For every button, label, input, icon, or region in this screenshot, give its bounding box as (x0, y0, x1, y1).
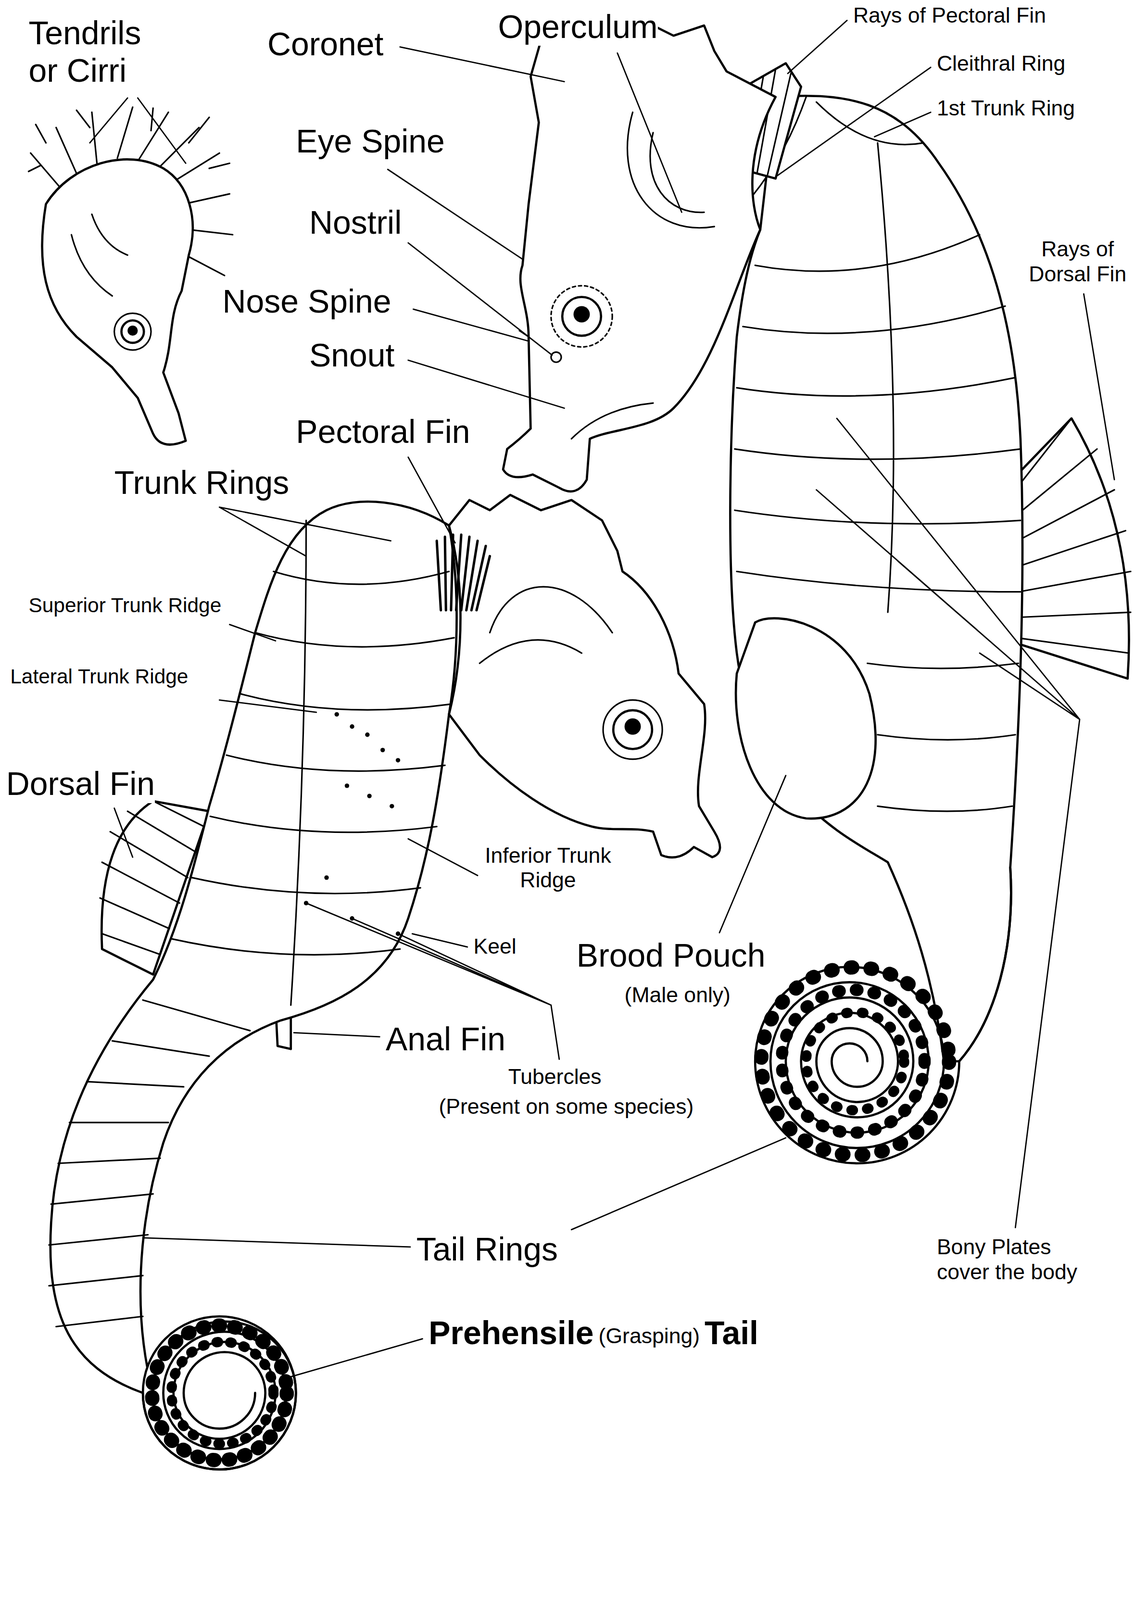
part-label: Tail Rings (416, 1230, 558, 1269)
part-label: Cleithral Ring (936, 50, 1066, 76)
part-label: Anal Fin (385, 1020, 506, 1059)
tubercle (334, 712, 340, 717)
part-label: Nostril (309, 203, 402, 242)
eye (121, 320, 145, 343)
tubercle (389, 804, 394, 809)
tail-ring-ticks (806, 1012, 905, 1111)
operculum (519, 112, 715, 439)
fin-rays (1015, 418, 1131, 654)
left-seahorse (49, 494, 720, 1470)
part-label: (Present on some species) (438, 1094, 694, 1119)
trunk-rings (171, 520, 454, 1006)
part-label: 1st Trunk Ring (936, 95, 1075, 121)
pupil (573, 306, 591, 323)
operculum (479, 586, 613, 664)
tail-ring-ticks (781, 989, 925, 1133)
part-label: Bony Plates cover the body (936, 1234, 1090, 1284)
brood-pouch (735, 618, 876, 819)
part-label: (Grasping) (598, 1323, 700, 1349)
inset-head (28, 107, 233, 445)
eye-ring (603, 700, 663, 760)
head (449, 494, 720, 858)
inset-head-outline (42, 159, 193, 445)
part-label: Coronet (267, 25, 384, 64)
tubercle (349, 724, 354, 729)
part-label: Operculum (497, 8, 658, 46)
part-label: Trunk Rings (114, 464, 290, 502)
tail-ring-ticks (761, 967, 949, 1156)
part-label: (Male only) (624, 982, 731, 1008)
part-label: Lateral Trunk Ridge (10, 665, 189, 689)
tubercle (380, 747, 385, 753)
tail-rings (49, 999, 251, 1327)
tubercle (365, 732, 370, 737)
pupil (624, 718, 642, 735)
eye (613, 710, 653, 750)
nostril (551, 352, 562, 363)
body (730, 95, 1023, 1062)
tubercle (395, 757, 401, 763)
part-label: Brood Pouch (576, 936, 766, 975)
tubercle (344, 783, 350, 788)
tubercle (366, 793, 372, 798)
pupil (127, 325, 138, 336)
leader-lines (89, 20, 1115, 1378)
inset-detail (71, 214, 128, 297)
part-label: Tubercles (508, 1064, 602, 1089)
part-label: Rays of Dorsal Fin (1020, 236, 1135, 286)
part-label: Pectoral Fin (295, 413, 470, 451)
tail-spiral (755, 867, 1011, 1164)
part-label: Dorsal Fin (6, 765, 155, 803)
eye (562, 296, 602, 336)
pectoral-fin (436, 534, 490, 611)
head (503, 15, 776, 492)
part-label: Nose Spine (222, 282, 392, 321)
tail-spiral (142, 1321, 296, 1470)
tubercles (303, 712, 401, 937)
eye-ring (551, 285, 613, 347)
part-label: Snout (309, 336, 395, 375)
eye-ring (114, 313, 152, 350)
part-label: Prehensile (428, 1314, 594, 1352)
part-label: Keel (473, 933, 517, 959)
part-label: Tail (704, 1314, 759, 1352)
part-label: Rays of Pectoral Fin (853, 2, 1047, 28)
part-label: Superior Trunk Ridge (28, 593, 222, 618)
part-label: Eye Spine (295, 122, 445, 161)
tail-coil (142, 1316, 296, 1470)
part-label: Tendrils or Cirri (28, 14, 166, 90)
part-label: Inferior Trunk Ridge (484, 843, 612, 893)
tubercle (324, 875, 329, 880)
body (50, 501, 457, 1393)
drawing (28, 15, 1131, 1470)
